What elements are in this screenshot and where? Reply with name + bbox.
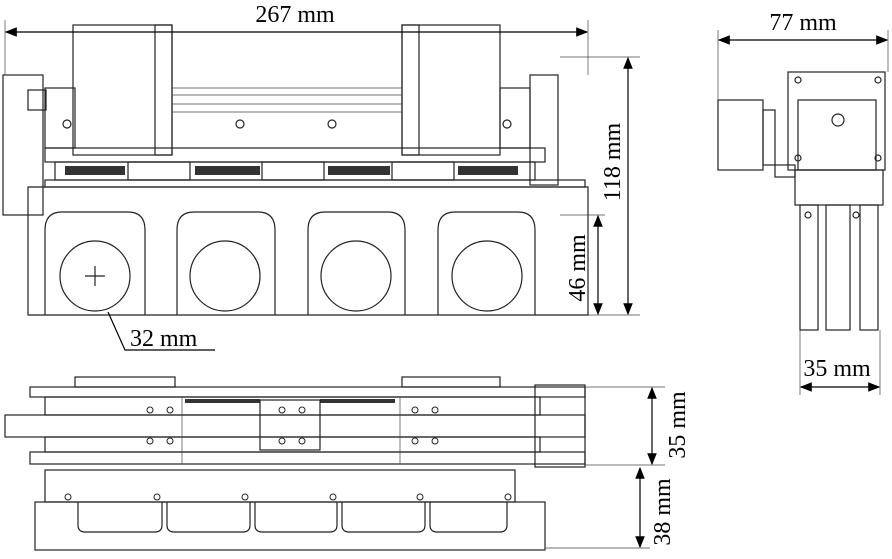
side-view	[717, 71, 886, 331]
leg-width-label: 35 mm	[803, 356, 871, 382]
width-label: 267 mm	[255, 2, 335, 28]
left-end-plate	[2, 74, 44, 216]
front-view	[2, 24, 589, 316]
upper-thickness-label: 35 mm	[665, 391, 691, 459]
height-label: 118 mm	[600, 122, 626, 201]
base-height-label: 46 mm	[565, 234, 591, 302]
wheel	[59, 240, 131, 312]
wheel	[320, 240, 392, 312]
wheel-slots	[44, 211, 536, 315]
base-thickness-label: 38 mm	[650, 478, 676, 546]
wheel-diameter-label: 32 mm	[130, 326, 198, 352]
wheel	[451, 240, 523, 312]
wheel	[189, 240, 261, 312]
right-end-plate	[529, 74, 559, 186]
left-block	[72, 24, 173, 156]
side-width-label: 77 mm	[769, 10, 837, 36]
top-view	[4, 376, 586, 551]
right-block	[401, 24, 501, 156]
